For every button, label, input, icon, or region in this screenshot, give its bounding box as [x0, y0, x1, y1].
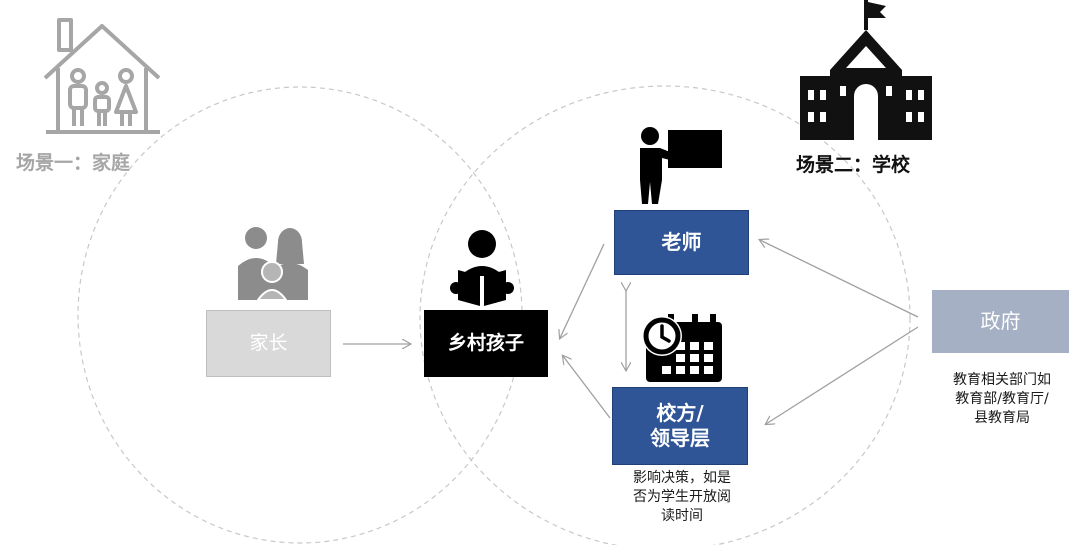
- school-building-icon: [800, 0, 932, 140]
- school-scene-title: 场景二：学校: [796, 154, 911, 176]
- arrow-leadership-to-child: [563, 356, 611, 419]
- government-note-line: 县教育局: [974, 410, 1030, 426]
- teacher-board-icon: [640, 127, 722, 204]
- leadership-note-line: 否为学生开放阅: [633, 489, 731, 505]
- school-scene-circle: [419, 85, 911, 545]
- child-reading-icon: [450, 230, 514, 306]
- arrow-government-to-teacher: [760, 240, 919, 318]
- leadership-label-line1: 校方/: [656, 401, 704, 425]
- government-node: 政府: [932, 290, 1069, 353]
- leadership-note-line: 读时间: [661, 508, 703, 524]
- home-scene-title: 场景一：家庭: [16, 152, 131, 174]
- parents-node: 家长: [206, 310, 331, 377]
- leadership-note-line: 影响决策，如是: [633, 470, 731, 486]
- government-note: 教育相关部门如 教育部/教育厅/ 县教育局: [928, 371, 1076, 428]
- family-icon: [238, 227, 308, 301]
- arrow-government-to-leadership: [766, 326, 919, 424]
- government-note-line: 教育部/教育厅/: [955, 391, 1049, 407]
- leadership-node: 校方/ 领导层: [612, 387, 748, 465]
- house-family-icon: [43, 18, 161, 134]
- government-note-line: 教育相关部门如: [953, 372, 1051, 388]
- leadership-label-line2: 领导层: [650, 426, 710, 450]
- arrow-teacher-to-child: [560, 243, 605, 338]
- leadership-note: 影响决策，如是 否为学生开放阅 读时间: [608, 469, 756, 526]
- calendar-clock-icon: [642, 314, 722, 382]
- child-node: 乡村孩子: [424, 310, 548, 377]
- teacher-node: 老师: [614, 210, 749, 275]
